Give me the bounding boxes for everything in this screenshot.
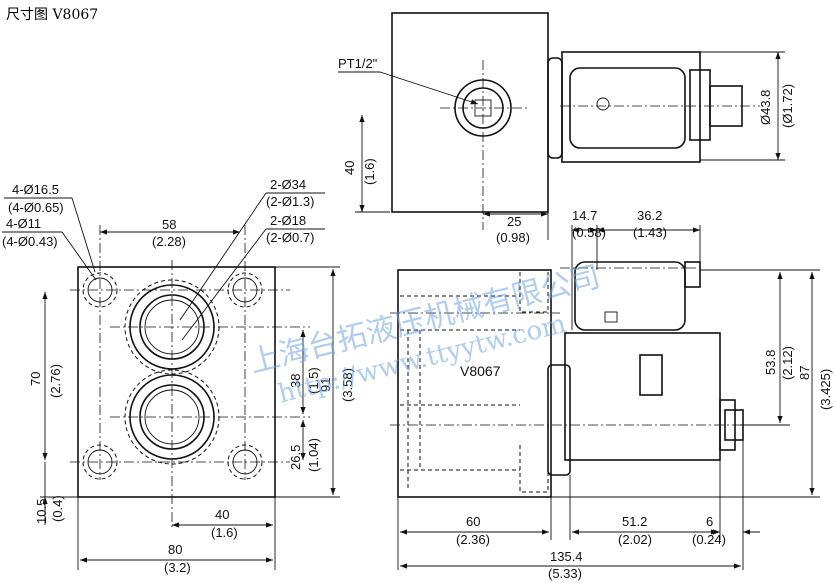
model-label: V8067 (460, 363, 501, 379)
svg-text:70: 70 (28, 372, 43, 386)
svg-text:(0.98): (0.98) (496, 230, 530, 245)
svg-text:(0.24): (0.24) (692, 532, 726, 547)
svg-text:(1.43): (1.43) (633, 225, 667, 240)
svg-text:(4-Ø0.43): (4-Ø0.43) (2, 234, 58, 249)
svg-text:4-Ø11: 4-Ø11 (6, 216, 41, 231)
svg-text:135.4: 135.4 (550, 549, 583, 564)
svg-text:53.8: 53.8 (763, 350, 778, 375)
svg-text:2-Ø34: 2-Ø34 (270, 177, 306, 192)
svg-text:(1.6): (1.6) (211, 525, 238, 540)
svg-text:(Ø1.72): (Ø1.72) (780, 84, 795, 128)
port-label: PT1/2" (338, 56, 378, 71)
svg-text:2-Ø18: 2-Ø18 (270, 213, 306, 228)
svg-text:Ø43.8: Ø43.8 (758, 90, 773, 125)
svg-text:(3.58): (3.58) (340, 368, 355, 402)
svg-text:(2-Ø0.7): (2-Ø0.7) (266, 230, 314, 245)
svg-text:(4-Ø0.65): (4-Ø0.65) (8, 200, 64, 215)
svg-text:(0.4): (0.4) (50, 495, 65, 522)
svg-text:(1.5): (1.5) (306, 367, 321, 394)
svg-text:(1.6): (1.6) (362, 158, 377, 185)
svg-text:10.5: 10.5 (34, 499, 49, 524)
svg-text:(2-Ø1.3): (2-Ø1.3) (266, 194, 314, 209)
svg-text:80: 80 (168, 542, 182, 557)
svg-text:14.7: 14.7 (572, 208, 597, 223)
svg-text:(2.02): (2.02) (618, 532, 652, 547)
svg-text:(2.12): (2.12) (780, 346, 795, 380)
watermark: 上海台拓液压机械有限公司 http://www.ttyytw.com (246, 259, 604, 409)
svg-text:(2.28): (2.28) (152, 234, 186, 249)
svg-text:91: 91 (318, 378, 333, 392)
svg-text:40: 40 (215, 507, 229, 522)
svg-text:58: 58 (162, 217, 176, 232)
drawing-title: 尺寸图 V8067 (6, 7, 98, 23)
svg-text:40: 40 (342, 161, 357, 175)
svg-text:(2.36): (2.36) (456, 532, 490, 547)
svg-text:(3.2): (3.2) (164, 560, 191, 575)
svg-text:51.2: 51.2 (622, 514, 647, 529)
svg-text:(1.04): (1.04) (306, 438, 321, 472)
svg-text:87: 87 (797, 366, 812, 380)
svg-text:25: 25 (507, 214, 521, 229)
svg-text:(0.58): (0.58) (572, 225, 606, 240)
svg-text:36.2: 36.2 (637, 208, 662, 223)
svg-text:(5.33): (5.33) (548, 566, 582, 581)
svg-text:(3.425): (3.425) (818, 369, 833, 410)
svg-text:4-Ø16.5: 4-Ø16.5 (12, 182, 59, 197)
top-view: PT1/2" 40 (1.6) 25 (0.98) Ø43.8 (Ø1.72) (338, 12, 795, 245)
front-view: 4-Ø16.5 (4-Ø0.65) 4-Ø11 (4-Ø0.43) 2-Ø34 … (2, 177, 355, 575)
svg-text:26.5: 26.5 (288, 445, 303, 470)
side-view: V8067 14.7 (0.58) 36.2 (1.43) 53.8 (2.12… (390, 208, 833, 581)
svg-text:(2.76): (2.76) (48, 364, 63, 398)
svg-text:60: 60 (466, 514, 480, 529)
svg-text:6: 6 (706, 514, 713, 529)
svg-text:38: 38 (288, 374, 303, 388)
